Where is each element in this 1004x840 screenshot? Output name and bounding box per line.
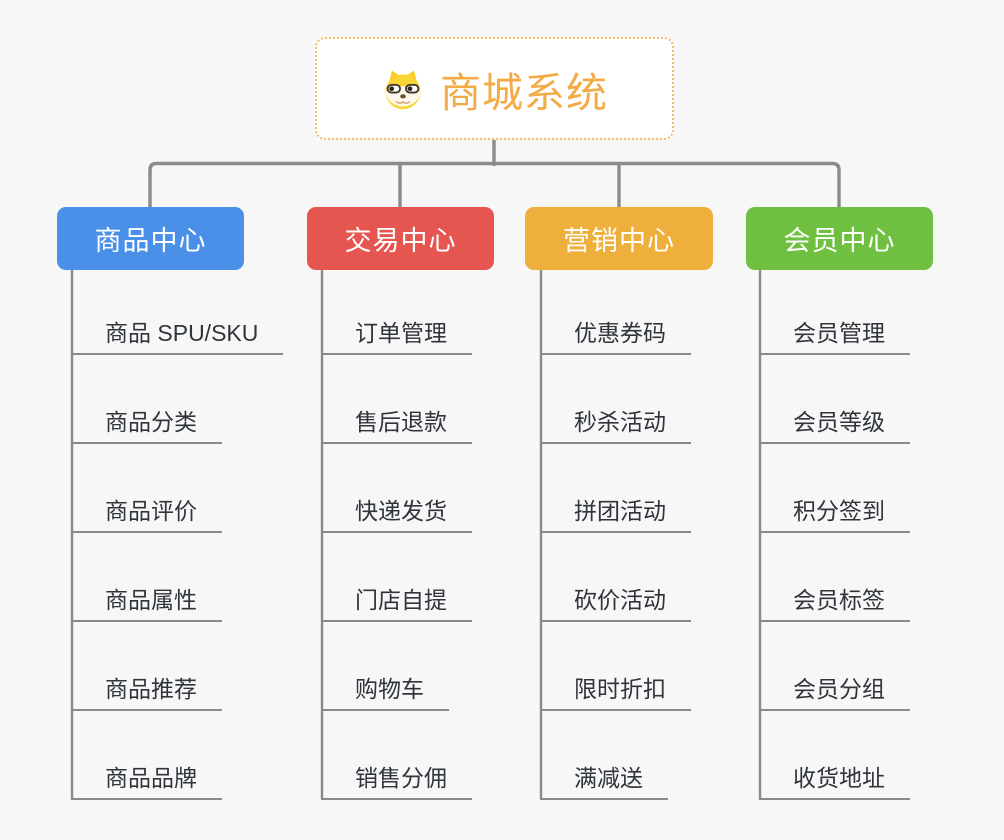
branch-product-center[interactable]: 商品中心 bbox=[57, 207, 244, 270]
leaf-node[interactable]: 售后退款 bbox=[321, 407, 472, 444]
leaf-node[interactable]: 优惠券码 bbox=[540, 318, 691, 355]
leaf-node[interactable]: 商品品牌 bbox=[71, 763, 222, 800]
leaf-node[interactable]: 会员等级 bbox=[759, 407, 910, 444]
bus-line bbox=[148, 161, 841, 208]
leaf-node[interactable]: 拼团活动 bbox=[540, 496, 691, 533]
root-title: 商城系统 bbox=[440, 69, 608, 116]
leaf-node[interactable]: 商品推荐 bbox=[71, 674, 222, 711]
leaf-node[interactable]: 商品评价 bbox=[71, 496, 222, 533]
leaf-node[interactable]: 秒杀活动 bbox=[540, 407, 691, 444]
leaf-node[interactable]: 商品属性 bbox=[71, 585, 222, 622]
leaf-node[interactable]: 满减送 bbox=[540, 763, 668, 800]
leaf-node[interactable]: 积分签到 bbox=[759, 496, 910, 533]
leaf-node[interactable]: 会员标签 bbox=[759, 585, 910, 622]
leaf-node[interactable]: 商品分类 bbox=[71, 407, 222, 444]
branch-trade-center[interactable]: 交易中心 bbox=[307, 207, 494, 270]
branch-marketing-center[interactable]: 营销中心 bbox=[525, 207, 713, 270]
dog-face-icon bbox=[381, 67, 425, 111]
leaf-node[interactable]: 会员管理 bbox=[759, 318, 910, 355]
leaf-node[interactable]: 购物车 bbox=[321, 674, 449, 711]
leaf-node[interactable]: 限时折扣 bbox=[540, 674, 691, 711]
leaf-node[interactable]: 商品 SPU/SKU bbox=[71, 318, 284, 355]
branch-member-center[interactable]: 会员中心 bbox=[746, 207, 933, 270]
leaf-node[interactable]: 门店自提 bbox=[321, 585, 472, 622]
leaf-node[interactable]: 收货地址 bbox=[759, 763, 910, 800]
root-node[interactable]: 商城系统 bbox=[315, 37, 674, 140]
leaf-node[interactable]: 快递发货 bbox=[321, 496, 472, 533]
leaf-node[interactable]: 订单管理 bbox=[321, 318, 472, 355]
leaf-node[interactable]: 会员分组 bbox=[759, 674, 910, 711]
leaf-node[interactable]: 销售分佣 bbox=[321, 763, 472, 800]
leaf-node[interactable]: 砍价活动 bbox=[540, 585, 691, 622]
